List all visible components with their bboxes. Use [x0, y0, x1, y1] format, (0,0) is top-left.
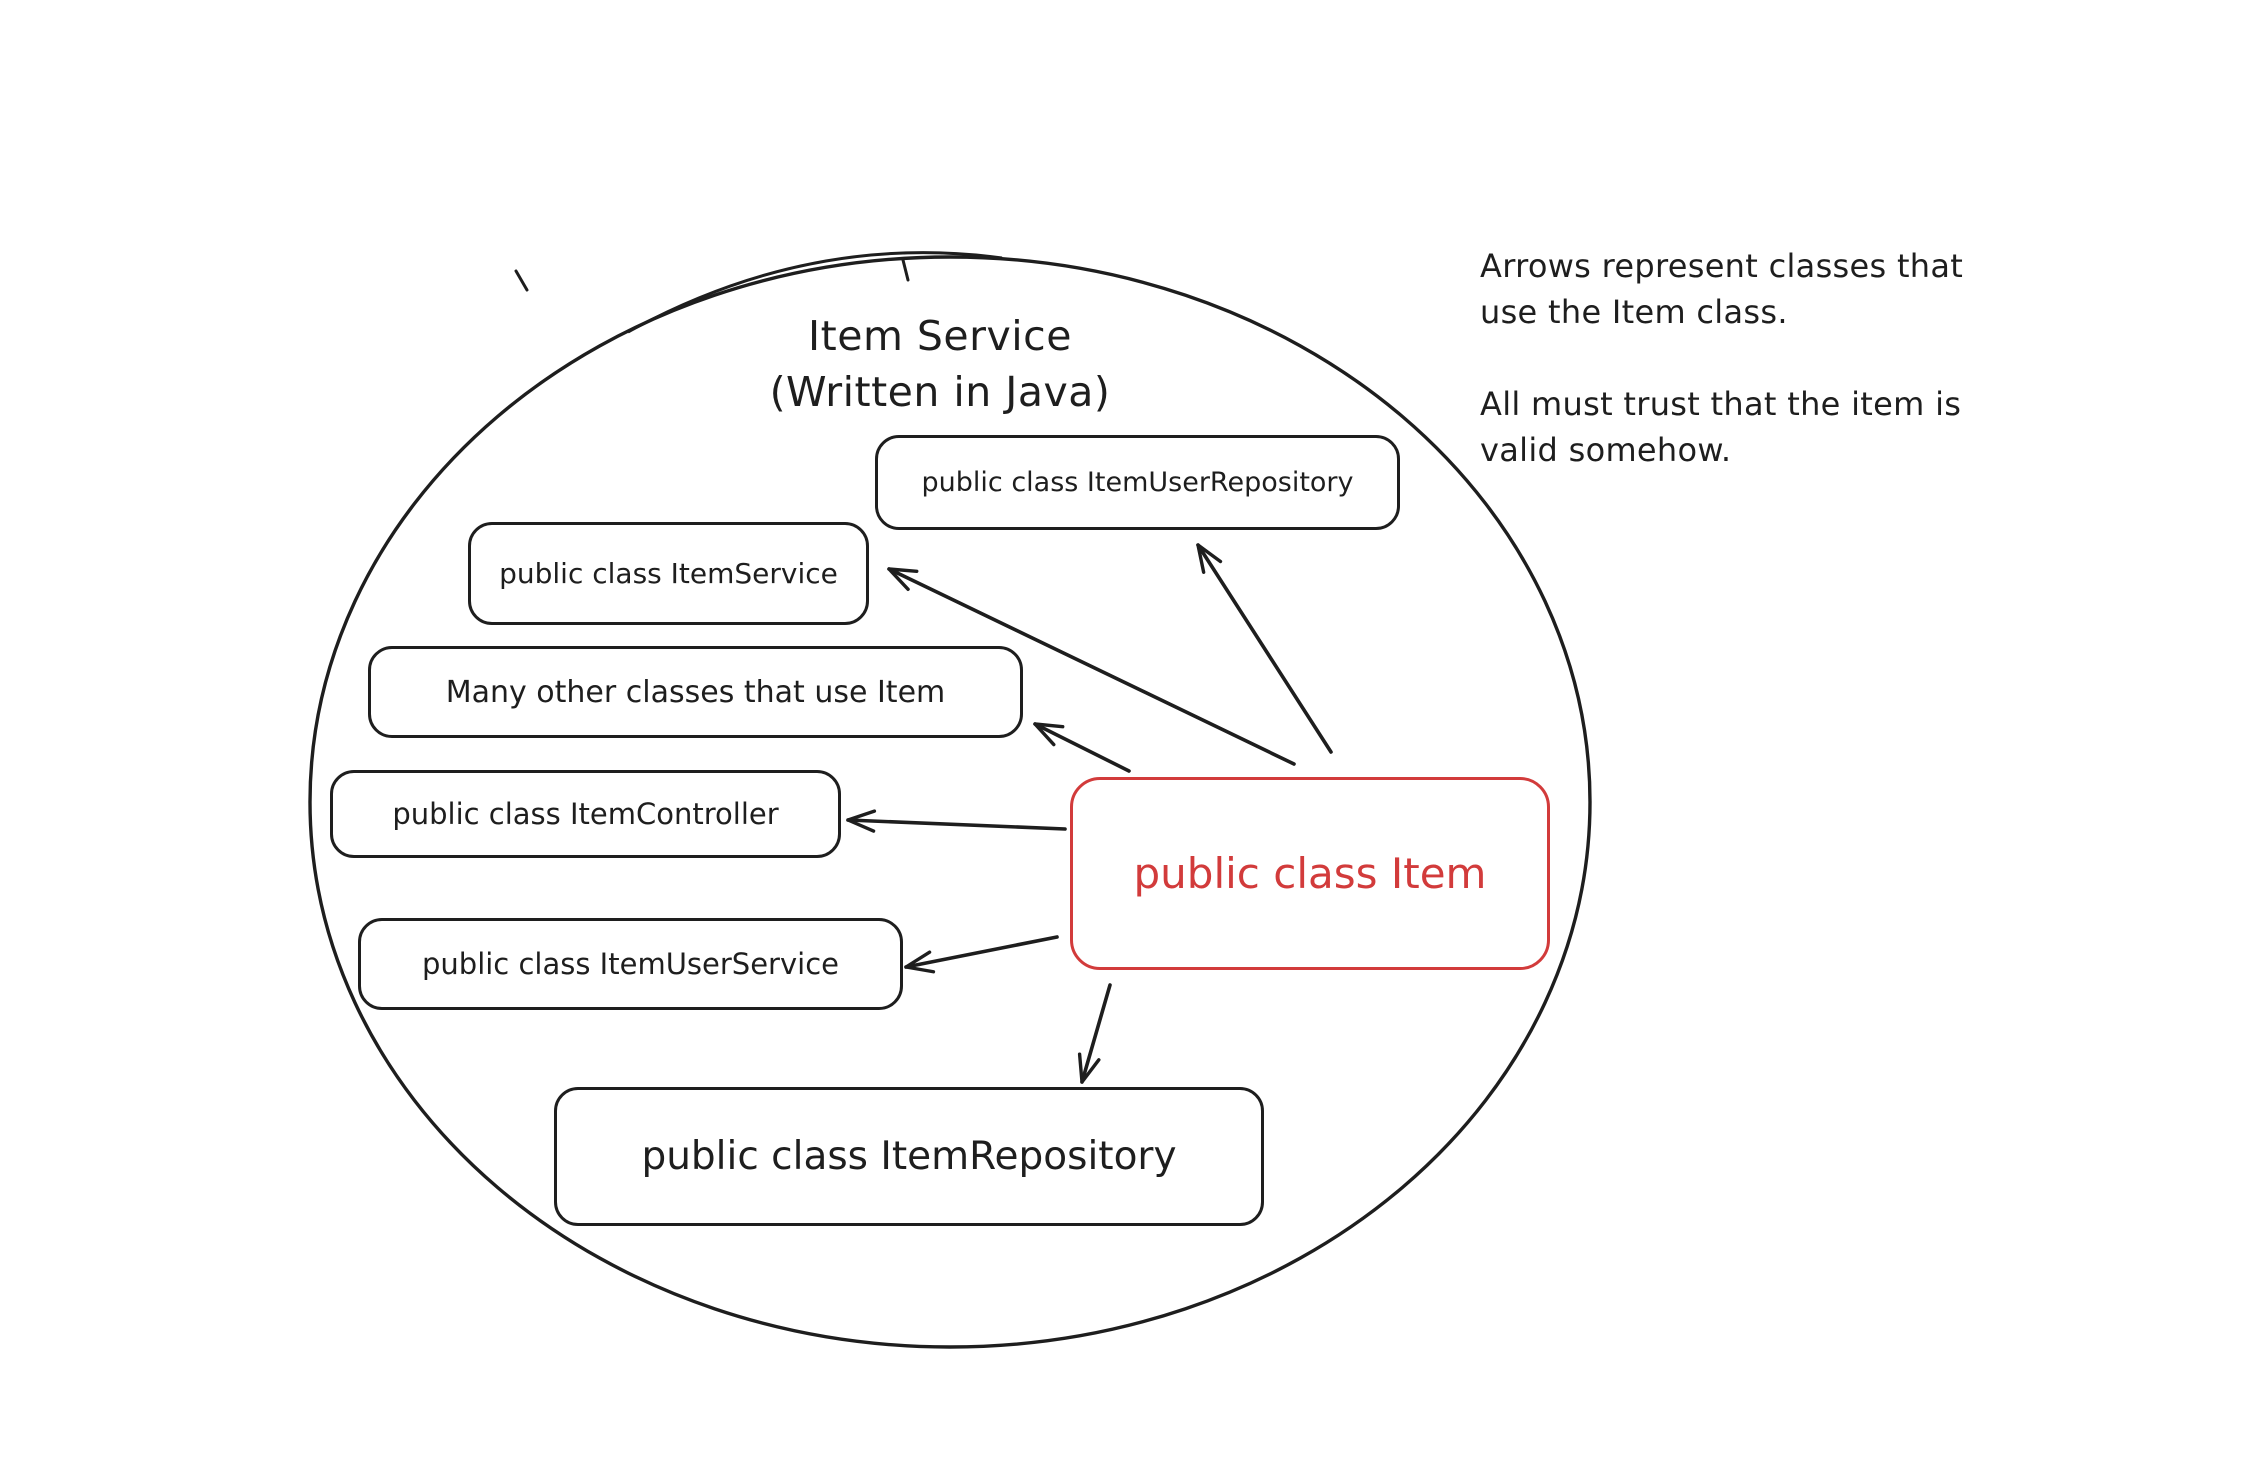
diagram-title-line1: Item Service [808, 312, 1072, 360]
class-box-label: public class ItemService [499, 557, 838, 590]
arrow-item-to-item-controller [846, 809, 1067, 833]
class-box-item-user-repository: public class ItemUserRepository [875, 435, 1400, 530]
diagram-title-line2: (Written in Java) [769, 368, 1111, 416]
annotation-line: use the Item class. [1480, 293, 1788, 331]
ellipse-sketch-tick-top [901, 258, 910, 282]
class-box-item-user-service: public class ItemUserService [358, 918, 903, 1010]
class-box-label: public class ItemUserService [422, 947, 839, 981]
class-box-label: public class ItemRepository [641, 1134, 1177, 1179]
annotation-line: Arrows represent classes that [1480, 247, 1964, 285]
annotation-line: All must trust that the item is [1480, 385, 1962, 423]
class-box-label: public class ItemUserRepository [921, 467, 1354, 498]
class-box-item-controller: public class ItemController [330, 770, 841, 858]
class-box-item-service: public class ItemService [468, 522, 869, 625]
ellipse-sketch-overlap [627, 251, 1003, 334]
arrow-item-to-many-other-classes [1033, 722, 1131, 773]
class-box-many-other-classes: Many other classes that use Item [368, 646, 1023, 738]
class-box-item-repository: public class ItemRepository [554, 1087, 1264, 1226]
arrow-item-to-item-service [887, 567, 1296, 766]
service-boundary-ellipse [308, 255, 1592, 1349]
arrow-item-to-item-user-service [904, 935, 1059, 974]
arrow-item-to-item-user-repository [1196, 543, 1333, 754]
class-box-label: public class ItemController [392, 797, 779, 831]
ellipse-sketch-tick-left [514, 269, 529, 292]
class-box-label: Many other classes that use Item [445, 674, 946, 710]
class-box-label: public class Item [1133, 849, 1487, 898]
arrow-item-to-item-repository [1077, 983, 1112, 1084]
class-box-item: public class Item [1070, 777, 1550, 970]
annotation-note: Arrows represent classes that use the It… [1480, 243, 2120, 473]
annotation-line: valid somehow. [1480, 431, 1732, 469]
diagram-title: Item Service (Written in Java) [640, 308, 1240, 420]
